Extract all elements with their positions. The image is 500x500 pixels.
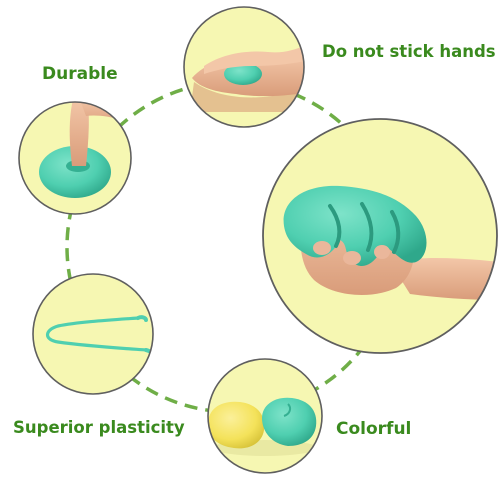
colorful-photo [207, 358, 323, 474]
durable-photo [18, 101, 132, 215]
durable-label: Durable [42, 64, 118, 84]
colorful-label: Colorful [336, 419, 412, 439]
hero-photo [262, 118, 498, 354]
no-stick-photo [183, 6, 305, 128]
plasticity-photo [32, 273, 154, 395]
plasticity-label: Superior plasticity [13, 418, 185, 437]
no-stick-label: Do not stick hands [322, 42, 496, 61]
